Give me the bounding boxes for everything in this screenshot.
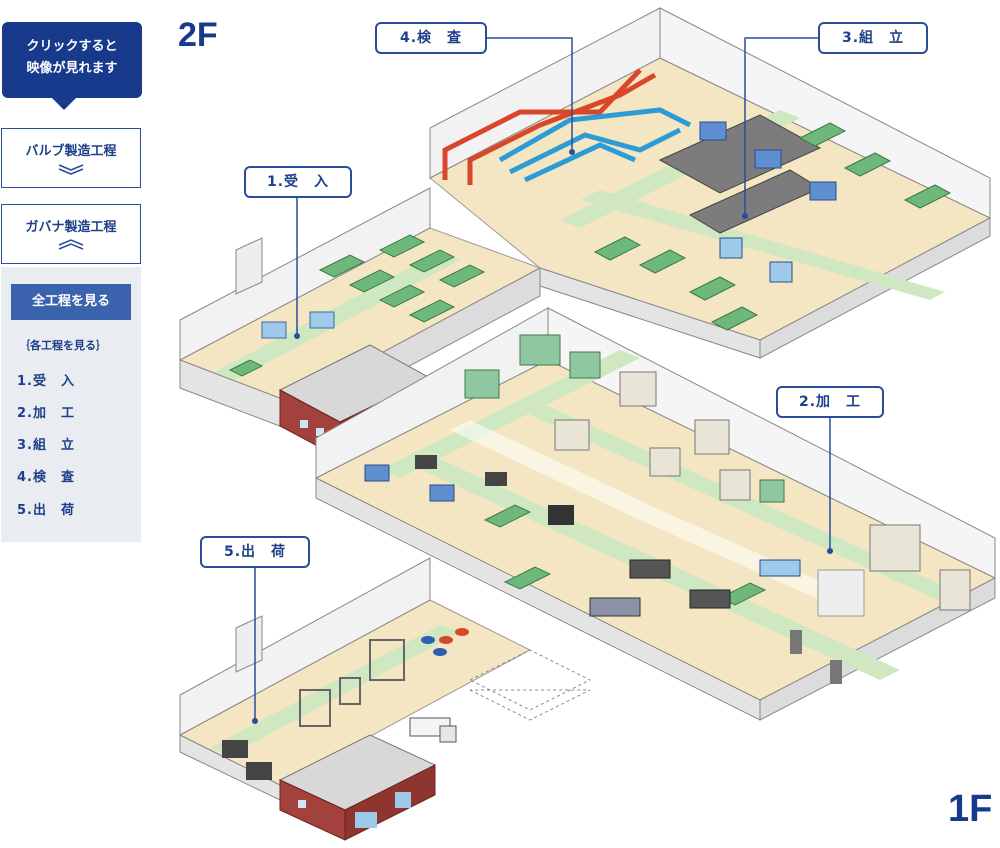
inspection-assembly-area-2f[interactable] (429, 7, 992, 359)
callout-receiving[interactable]: 1.受 入 (244, 166, 352, 198)
callout-leaders (254, 37, 831, 720)
callout-assembly[interactable]: 3.組 立 (818, 22, 928, 54)
floor-label-1f: 1F (948, 788, 993, 830)
nav-item-assembly[interactable]: 3.組 立 (17, 438, 75, 453)
nav-item-shipping[interactable]: 5.出 荷 (17, 503, 75, 518)
click-hint-bubble: クリックすると 映像が見れます (2, 22, 142, 98)
click-hint-line2: 映像が見れます (26, 61, 118, 76)
click-hint-line1: クリックすると (26, 39, 118, 54)
nav-item-machining[interactable]: 2.加 工 (17, 406, 75, 421)
machining-area-1f[interactable] (314, 307, 997, 721)
double-chevron-up-icon (58, 239, 84, 250)
process-nav-panel: 全工程を見る ｛各工程を見る｝ 1.受 入 2.加 工 3.組 立 4.検 査 … (1, 267, 141, 542)
callout-inspection[interactable]: 4.検 査 (375, 22, 487, 54)
shipping-area-1f[interactable] (178, 557, 592, 801)
callout-dots (252, 149, 833, 724)
valve-process-button[interactable]: バルブ製造工程 (1, 128, 141, 188)
double-chevron-down-icon (58, 164, 84, 175)
view-all-processes-button[interactable]: 全工程を見る (11, 284, 131, 320)
governor-process-label: ガバナ製造工程 (25, 220, 117, 235)
view-each-process-label: ｛各工程を見る｝ (19, 339, 107, 352)
receiving-area-2f[interactable] (178, 187, 542, 431)
nav-item-receiving[interactable]: 1.受 入 (17, 374, 75, 389)
floor-label-2f: 2F (178, 16, 218, 54)
governor-process-button[interactable]: ガバナ製造工程 (1, 204, 141, 264)
callout-shipping[interactable]: 5.出 荷 (200, 536, 310, 568)
office-building-1f (278, 734, 437, 841)
bubble-tail (50, 96, 78, 110)
valve-process-label: バルブ製造工程 (25, 144, 117, 159)
callout-machining[interactable]: 2.加 工 (776, 386, 884, 418)
nav-item-inspection[interactable]: 4.検 査 (17, 470, 75, 485)
